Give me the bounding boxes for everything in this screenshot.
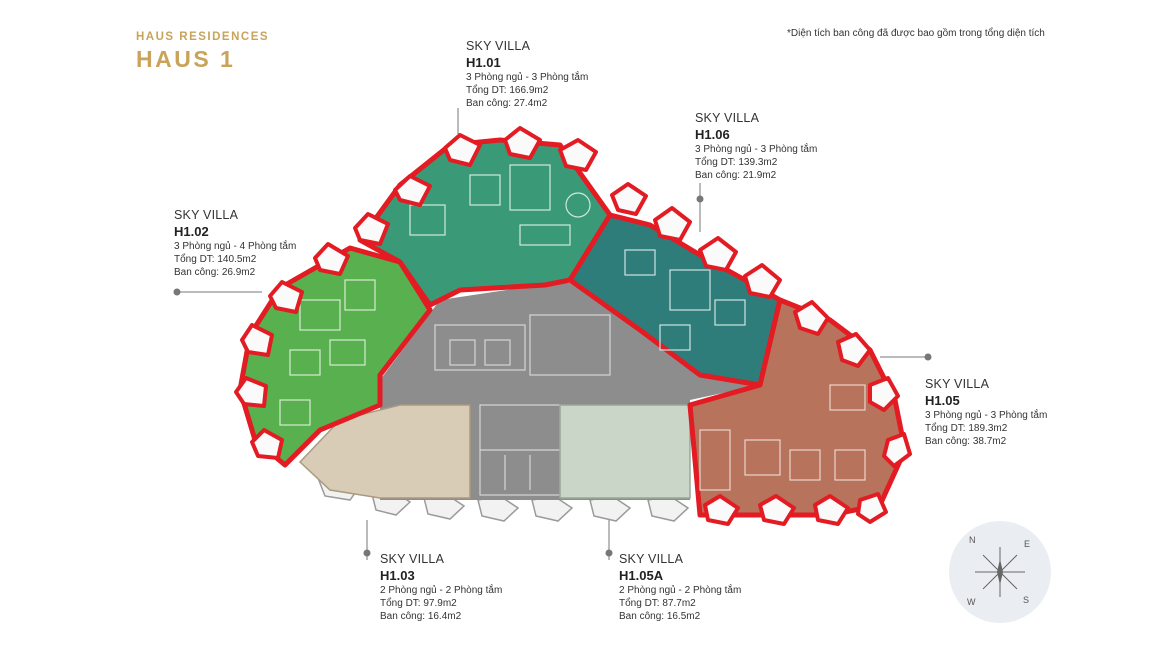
label-h103: SKY VILLA H1.03 2 Phòng ngủ - 2 Phòng tắ…: [380, 551, 502, 623]
balconies-outline: [234, 126, 912, 526]
h101-code: H1.01: [466, 55, 501, 70]
h102-kind: SKY VILLA: [174, 208, 239, 222]
label-h106: SKY VILLA H1.06 3 Phòng ngủ - 3 Phòng tắ…: [695, 110, 817, 182]
balcony-note: *Diện tích ban công đã được bao gồm tron…: [787, 28, 1045, 39]
h103-total: Tổng DT: 97.9m2: [380, 598, 457, 609]
h105a-balcony: Ban công: 16.5m2: [619, 611, 701, 622]
brand-name: HAUS RESIDENCES: [136, 31, 270, 43]
leader-dot-h102: [173, 288, 181, 296]
unit-h105a-area: [559, 404, 691, 499]
h105-rooms: 3 Phòng ngủ - 3 Phòng tắm: [925, 410, 1048, 421]
h101-balcony: Ban công: 27.4m2: [466, 98, 548, 109]
h101-total: Tổng DT: 166.9m2: [466, 85, 549, 96]
h102-total: Tổng DT: 140.5m2: [174, 254, 257, 265]
h103-rooms: 2 Phòng ngủ - 2 Phòng tắm: [380, 585, 503, 596]
h102-code: H1.02: [174, 224, 209, 239]
h105a-kind: SKY VILLA: [619, 552, 684, 566]
h105-kind: SKY VILLA: [925, 377, 990, 391]
h105-total: Tổng DT: 189.3m2: [925, 423, 1008, 434]
h101-rooms: 3 Phòng ngủ - 3 Phòng tắm: [466, 72, 589, 83]
label-h105: SKY VILLA H1.05 3 Phòng ngủ - 3 Phòng tắ…: [925, 376, 1047, 448]
compass-e: E: [1024, 539, 1031, 549]
h105a-code: H1.05A: [619, 568, 664, 583]
h103-kind: SKY VILLA: [380, 552, 445, 566]
label-h102: SKY VILLA H1.02 3 Phòng ngủ - 4 Phòng tắ…: [174, 207, 296, 279]
h105a-rooms: 2 Phòng ngủ - 2 Phòng tắm: [619, 585, 742, 596]
label-h105a: SKY VILLA H1.05A 2 Phòng ngủ - 2 Phòng t…: [619, 551, 741, 623]
leader-dot-h105: [924, 353, 932, 361]
leader-dot-h106: [696, 195, 704, 203]
h106-code: H1.06: [695, 127, 730, 142]
h106-balcony: Ban công: 21.9m2: [695, 170, 777, 181]
leader-dot-h103: [363, 549, 371, 557]
h103-balcony: Ban công: 16.4m2: [380, 611, 462, 622]
h105-balcony: Ban công: 38.7m2: [925, 436, 1007, 447]
h102-rooms: 3 Phòng ngủ - 4 Phòng tắm: [174, 241, 297, 252]
h101-kind: SKY VILLA: [466, 39, 531, 53]
h106-kind: SKY VILLA: [695, 111, 760, 125]
label-h101: SKY VILLA H1.01 3 Phòng ngủ - 3 Phòng tắ…: [466, 38, 588, 110]
compass-w: W: [967, 597, 976, 607]
h106-total: Tổng DT: 139.3m2: [695, 157, 778, 168]
h102-balcony: Ban công: 26.9m2: [174, 267, 256, 278]
leader-dot-h105a: [605, 549, 613, 557]
compass-rose-icon: [975, 547, 1025, 597]
compass-n: N: [969, 535, 976, 545]
compass-s: S: [1023, 595, 1030, 605]
tower-title: HAUS 1: [136, 46, 236, 72]
h105-code: H1.05: [925, 393, 960, 408]
h103-code: H1.03: [380, 568, 415, 583]
h106-rooms: 3 Phòng ngủ - 3 Phòng tắm: [695, 144, 818, 155]
compass-icon: N E S W: [949, 521, 1051, 623]
h105a-total: Tổng DT: 87.7m2: [619, 598, 696, 609]
